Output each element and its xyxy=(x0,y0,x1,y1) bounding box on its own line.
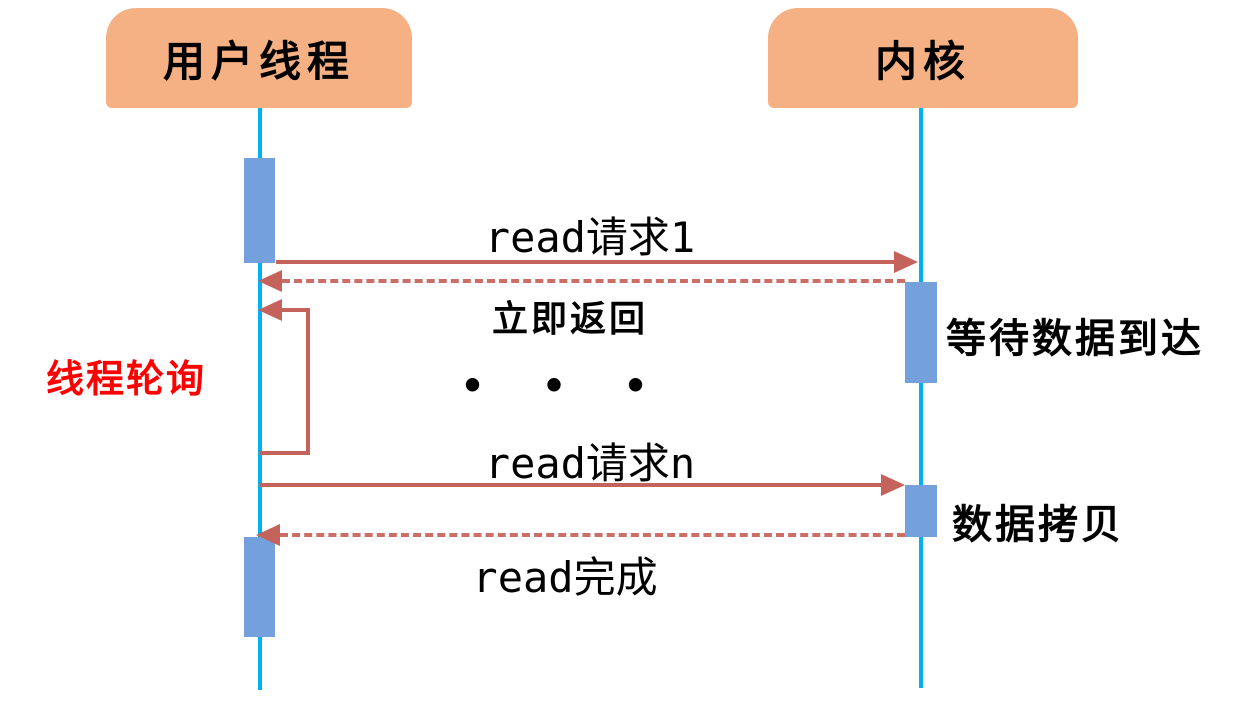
message-label-immediate-return: 立即返回 xyxy=(491,299,648,340)
message-line-read-complete xyxy=(280,533,905,537)
arrowhead-thread-polling xyxy=(258,299,282,321)
message-label-thread-polling: 线程轮询 xyxy=(45,357,206,401)
arrowhead-immediate-return xyxy=(258,270,282,292)
ellipsis-dots: • • • xyxy=(460,364,670,408)
polling-loop-bottom-line xyxy=(260,451,310,455)
arrowhead-read-request-n xyxy=(881,474,905,496)
actor-label-user-thread: 用户线程 xyxy=(162,36,355,86)
actor-header-kernel: 内核 xyxy=(768,8,1078,108)
polling-loop-top-line xyxy=(282,308,310,312)
polling-loop-right-line xyxy=(306,308,310,455)
message-label-read-request-n: read请求n xyxy=(484,439,696,488)
message-line-read-request-n xyxy=(260,483,881,487)
message-label-read-request-1: read请求1 xyxy=(484,213,696,262)
annotation-wait-for-data: 等待数据到达 xyxy=(946,316,1204,362)
activation-bar-kernel-wait xyxy=(905,282,937,383)
message-label-read-complete: read完成 xyxy=(472,553,658,602)
arrowhead-read-complete xyxy=(256,524,280,546)
activation-bar-kernel-copy xyxy=(905,485,937,537)
lifeline-user-thread xyxy=(258,108,262,690)
activation-bar-user-1 xyxy=(244,158,275,263)
activation-bar-user-2 xyxy=(244,537,275,637)
actor-label-kernel: 内核 xyxy=(874,36,971,86)
arrowhead-read-request-1 xyxy=(894,251,918,273)
annotation-data-copy: 数据拷贝 xyxy=(952,502,1124,548)
actor-header-user-thread: 用户线程 xyxy=(106,8,412,108)
message-line-read-request-1 xyxy=(276,260,894,264)
lifeline-kernel xyxy=(919,108,923,688)
message-line-immediate-return xyxy=(282,279,905,283)
